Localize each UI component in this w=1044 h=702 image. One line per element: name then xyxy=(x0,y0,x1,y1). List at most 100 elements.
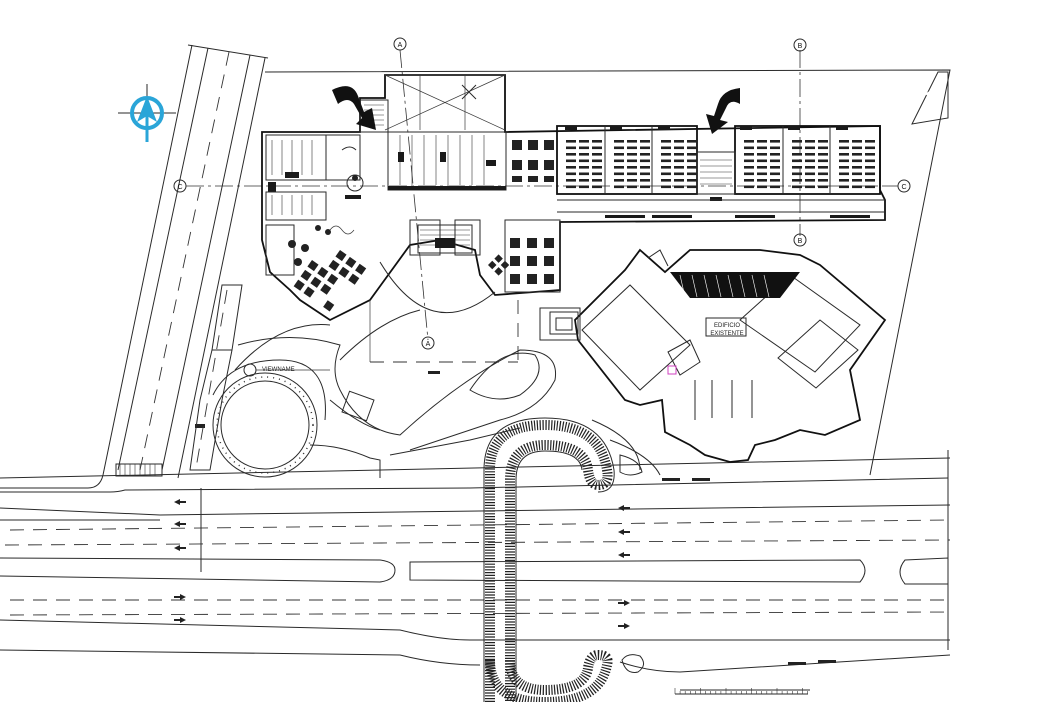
desk-row xyxy=(805,146,815,150)
desk-row xyxy=(614,159,624,163)
desk-row xyxy=(865,172,875,176)
desk-row xyxy=(579,153,589,156)
desk-row xyxy=(865,153,875,156)
desk-row xyxy=(592,159,602,163)
desk-row xyxy=(818,146,828,150)
desk-row xyxy=(757,153,767,156)
desk-row xyxy=(770,146,780,150)
desk-row xyxy=(757,140,767,143)
desk-row xyxy=(640,185,650,189)
desk-row xyxy=(566,140,576,143)
desk-row xyxy=(579,159,589,163)
desk-row xyxy=(744,179,754,182)
pedestrian-bridge xyxy=(483,417,644,702)
desk-row xyxy=(674,159,684,163)
desk-row xyxy=(805,140,815,143)
desk-row xyxy=(852,146,862,150)
desk-row xyxy=(770,172,780,176)
desk-row xyxy=(614,179,624,182)
desk-row xyxy=(852,166,862,169)
desk-row xyxy=(805,172,815,176)
desk-row xyxy=(579,166,589,169)
existing-building-label: EDIFICIO xyxy=(714,323,740,329)
grid-axes: A A B B C C xyxy=(173,37,911,350)
desk-row xyxy=(792,185,802,189)
desk-row xyxy=(818,166,828,169)
desk-row xyxy=(640,166,650,169)
desk-row xyxy=(865,166,875,169)
desk-row xyxy=(757,146,767,150)
desk-row xyxy=(674,153,684,156)
desk-row xyxy=(661,172,671,176)
desk-row xyxy=(579,185,589,189)
desk-row xyxy=(792,146,802,150)
desk-row xyxy=(627,159,637,163)
desk-row xyxy=(865,179,875,182)
desk-row xyxy=(674,146,684,150)
desk-row xyxy=(674,166,684,169)
desk-row xyxy=(566,172,576,176)
desk-row xyxy=(744,166,754,169)
desk-row xyxy=(839,172,849,176)
desk-row xyxy=(757,179,767,182)
desk-row xyxy=(865,146,875,150)
desk-row xyxy=(818,140,828,143)
axis-label-a-bottom: A xyxy=(426,341,431,348)
desk-row xyxy=(744,159,754,163)
desk-row xyxy=(640,179,650,182)
desk-row xyxy=(744,172,754,176)
desk-row xyxy=(839,140,849,143)
desk-row xyxy=(661,153,671,156)
axis-label-c-left: C xyxy=(177,184,182,191)
main-avenue xyxy=(0,450,951,691)
desk-row xyxy=(852,179,862,182)
desk-row xyxy=(579,172,589,176)
axis-label-b-top: B xyxy=(798,43,803,50)
desk-row xyxy=(792,166,802,169)
desk-row xyxy=(839,146,849,150)
desk-row xyxy=(757,172,767,176)
desk-row xyxy=(640,153,650,156)
desk-row xyxy=(757,185,767,189)
scale-bar xyxy=(674,688,808,695)
existing-building: EDIFICIO EXISTENTE xyxy=(539,248,887,463)
desk-row xyxy=(627,172,637,176)
desk-row xyxy=(770,185,780,189)
desk-row xyxy=(818,185,828,189)
desk-row xyxy=(566,159,576,163)
desk-row xyxy=(805,166,815,169)
compass-north-icon xyxy=(118,84,176,142)
desk-row xyxy=(792,179,802,182)
desk-row xyxy=(852,153,862,156)
desk-row xyxy=(744,140,754,143)
desk-row xyxy=(818,159,828,163)
desk-row xyxy=(865,140,875,143)
desk-row xyxy=(614,146,624,150)
desk-row xyxy=(640,140,650,143)
classroom-wing xyxy=(556,125,885,218)
desk-row xyxy=(770,166,780,169)
desk-row xyxy=(627,179,637,182)
desk-row xyxy=(674,179,684,182)
desk-row xyxy=(627,146,637,150)
desk-row xyxy=(627,153,637,156)
desk-row xyxy=(661,185,671,189)
desk-row xyxy=(592,166,602,169)
desk-row xyxy=(592,153,602,156)
desk-row xyxy=(792,153,802,156)
desk-row xyxy=(839,159,849,163)
desk-row xyxy=(592,172,602,176)
desk-row xyxy=(744,146,754,150)
desk-row xyxy=(792,140,802,143)
plaza-landscape xyxy=(195,309,836,665)
desk-row xyxy=(757,166,767,169)
desk-row xyxy=(661,166,671,169)
desk-row xyxy=(744,185,754,189)
axis-label-b-mid: B xyxy=(798,238,803,245)
desk-row xyxy=(661,159,671,163)
desk-row xyxy=(805,185,815,189)
desk-row xyxy=(687,153,697,156)
desk-row xyxy=(687,172,697,176)
desk-row xyxy=(627,166,637,169)
